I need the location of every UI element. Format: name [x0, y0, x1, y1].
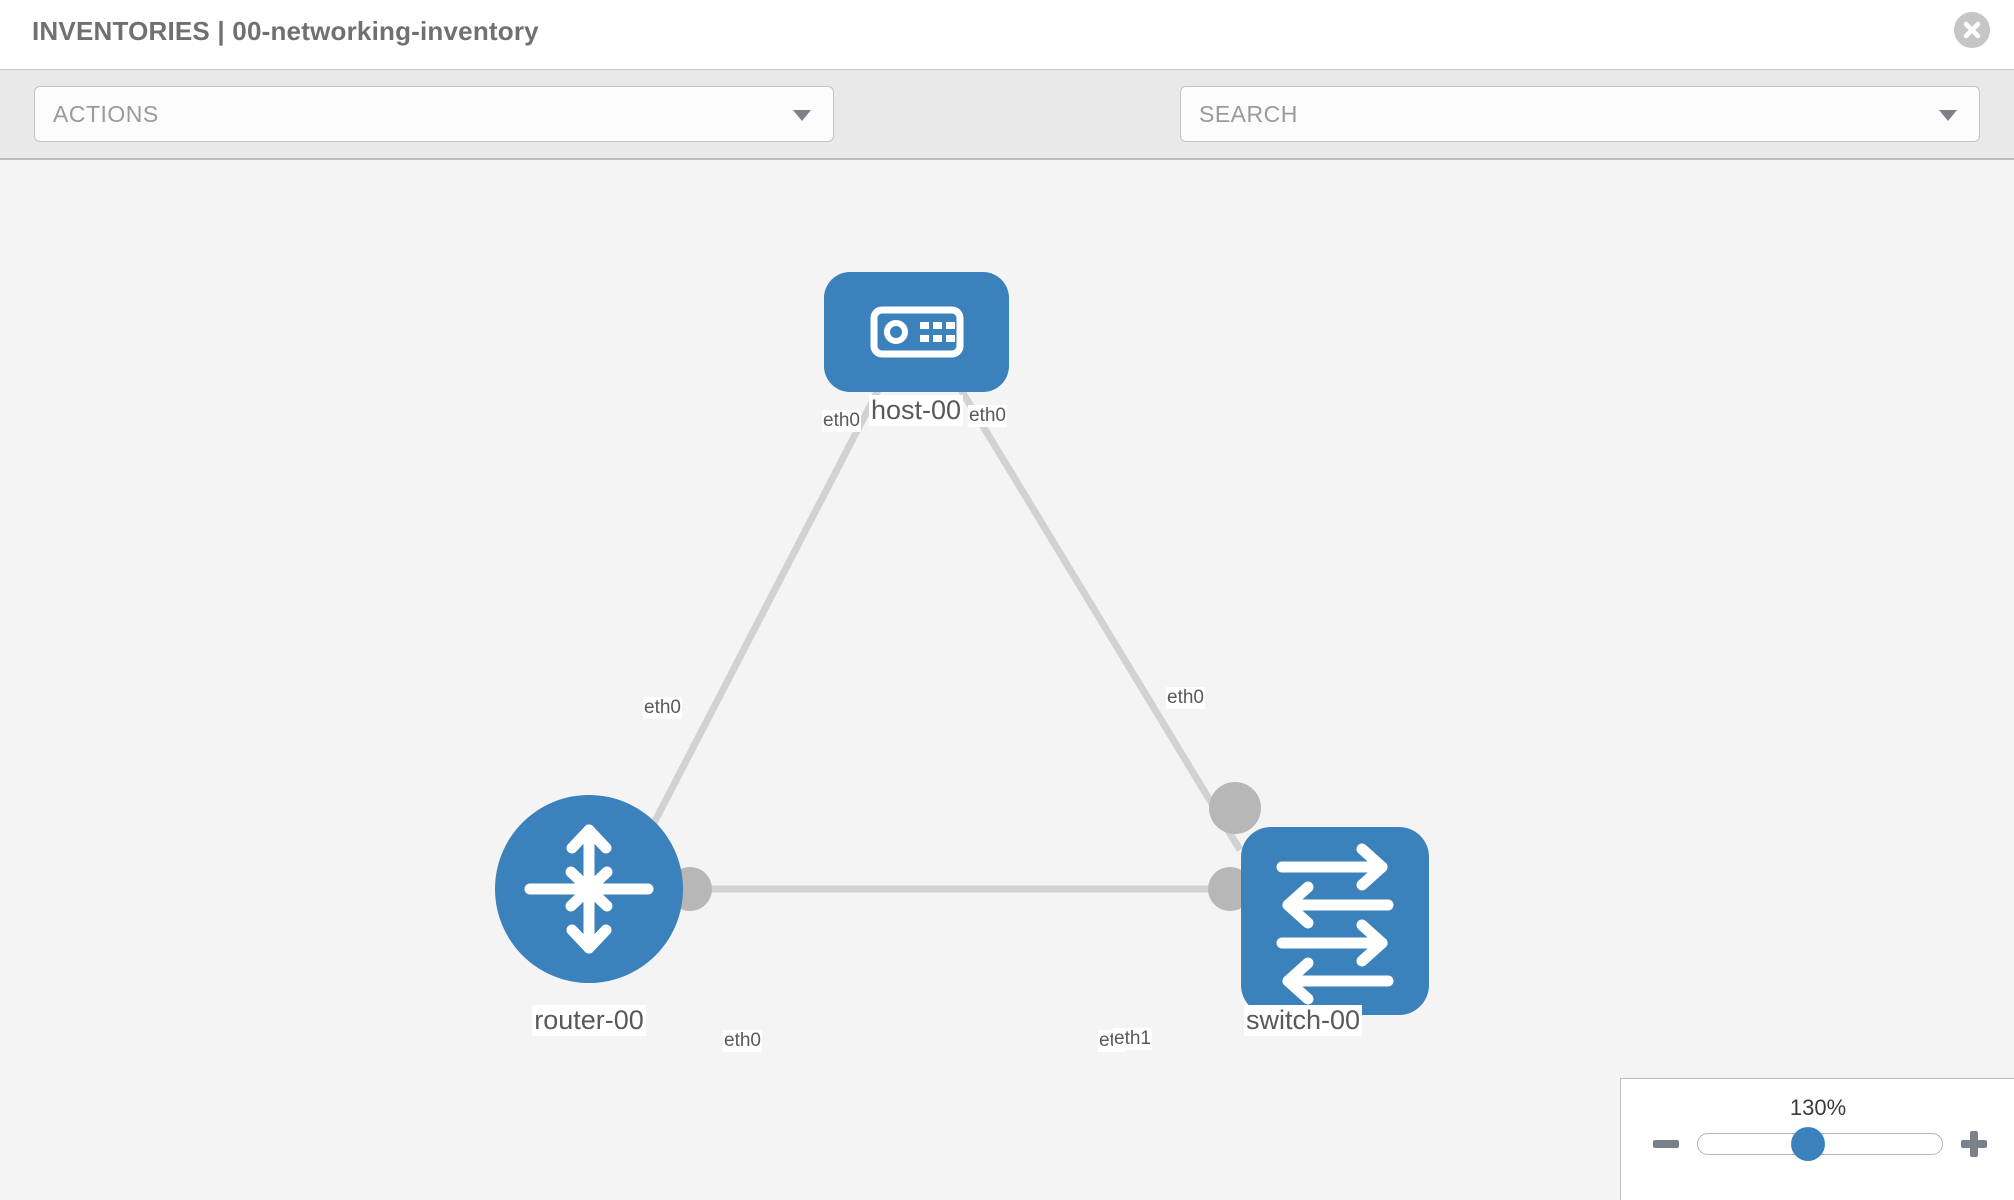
chevron-down-icon: [793, 110, 811, 121]
router-arrows-icon: [524, 824, 654, 954]
search-input[interactable]: SEARCH: [1180, 86, 1980, 142]
link-host-router: [636, 373, 890, 852]
zoom-slider-thumb[interactable]: [1791, 1127, 1825, 1161]
zoom-in-button[interactable]: [1957, 1127, 1991, 1161]
app-header: INVENTORIES | 00-networking-inventory: [0, 0, 2014, 70]
topology-node-host: [824, 272, 1009, 392]
topology-links: [636, 373, 1243, 893]
topology-node-router: [495, 795, 683, 983]
actions-dropdown[interactable]: ACTIONS: [34, 86, 834, 142]
node-label-host: host-00: [868, 395, 964, 426]
node-label-switch: switch-00: [1243, 1005, 1363, 1036]
chevron-down-icon[interactable]: [1939, 110, 1957, 121]
page-title: INVENTORIES | 00-networking-inventory: [32, 16, 539, 46]
iface-label-host-eth0-right: eth0: [968, 405, 1007, 427]
node-label-router: router-00: [532, 1005, 646, 1036]
zoom-control-panel: 130%: [1620, 1078, 2014, 1200]
iface-label-router-eth0: eth0: [723, 1030, 762, 1052]
iface-label-host-eth0-left: eth0: [822, 410, 861, 432]
toolbar: ACTIONS SEARCH: [0, 70, 2014, 198]
close-icon[interactable]: [1954, 12, 1990, 48]
iface-label-switch-eth0-up: eth0: [1166, 687, 1205, 709]
zoom-level-value: 130%: [1789, 1095, 1847, 1120]
iface-label-switch-eth1: eth1: [1113, 1028, 1152, 1050]
topology-graph: [495, 272, 1429, 1015]
switch-arrows-icon: [1276, 843, 1394, 1005]
server-appliance-icon: [870, 306, 964, 358]
topology-canvas[interactable]: host-00 router-00 switch-00 eth0 eth0 et…: [0, 160, 2014, 1200]
actions-dropdown-label: ACTIONS: [53, 101, 159, 127]
iface-label-router-eth0-up: eth0: [643, 697, 682, 719]
port-switch-top: [1209, 782, 1261, 834]
search-placeholder: SEARCH: [1199, 101, 1298, 127]
link-host-switch: [949, 373, 1243, 852]
zoom-out-button[interactable]: [1649, 1127, 1683, 1161]
topology-node-switch: [1241, 827, 1429, 1015]
